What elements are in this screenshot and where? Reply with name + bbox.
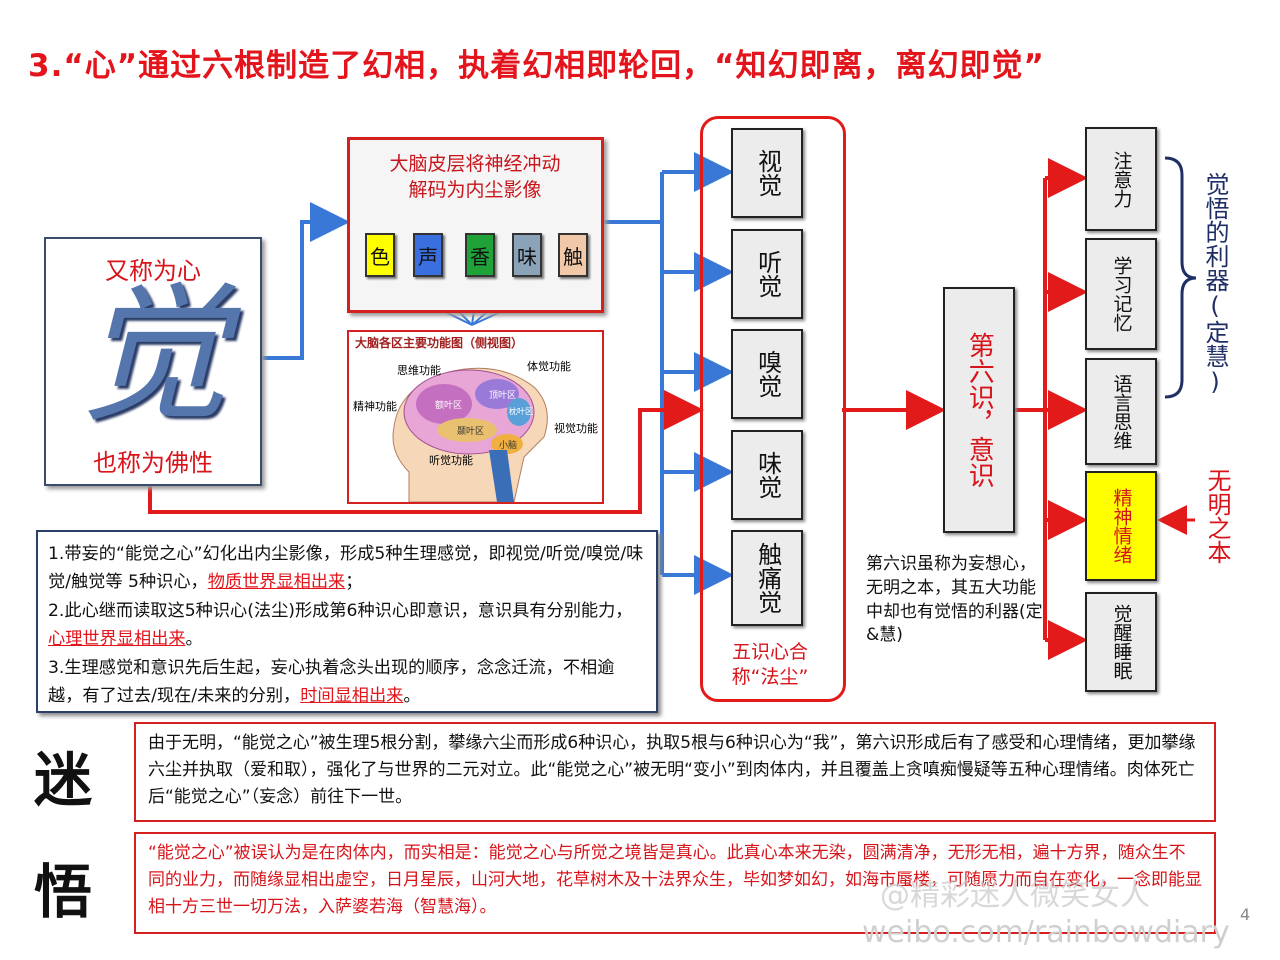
function-attention: 注意力 <box>1085 127 1157 231</box>
senses-caption: 五识心合 称“法尘” <box>712 640 828 689</box>
heart-box: 又称为心 觉 也称为佛性 <box>44 237 262 486</box>
note-3: 3.生理感觉和意识先后生起，妄心执着念头出现的顺序，念念迁流，不相逾越，有了过去… <box>48 657 615 706</box>
brain-illustration <box>392 367 548 502</box>
wu-char: 悟 <box>34 858 93 926</box>
sense-hearing: 听觉 <box>731 229 803 319</box>
senses-frame <box>700 116 846 702</box>
sense-touch: 触痛觉 <box>731 530 803 626</box>
brain-label-vision: 视觉功能 <box>554 422 598 435</box>
mi-char: 迷 <box>34 746 93 814</box>
brain-label-hearing: 听觉功能 <box>429 454 473 467</box>
note-2: 2.此心继而读取这5种识心(法尘)形成第6种识心即意识，意识具有分别能力，心理世… <box>48 600 633 650</box>
function-wakesleep: 觉醒睡眠 <box>1085 592 1157 692</box>
heart-top-label: 又称为心 <box>105 257 201 285</box>
brain-label-thinking: 思维功能 <box>397 364 441 377</box>
chip-sheng: 声 <box>413 233 443 277</box>
watermark: weibo.com/rainbowdiary <box>862 915 1230 950</box>
brain-diagram: 大脑各区主要功能图（侧视图） 思维功能 体觉功能 精神功能 视觉功能 听觉功能 … <box>347 330 604 504</box>
chip-chu: 触 <box>558 233 588 277</box>
function-emotion: 精神情绪 <box>1085 471 1157 581</box>
note-1: 1.带妄的“能觉之心”幻化出内尘影像，形成5种生理感觉，即视觉/听觉/嗅觉/味觉… <box>48 544 644 593</box>
heart-glyph: 觉 <box>77 269 228 443</box>
wuming-label: 无明之本 <box>1203 468 1231 564</box>
brain-label-spirit: 精神功能 <box>353 400 397 413</box>
function-memory: 学习记忆 <box>1085 238 1157 350</box>
page-title: 3.“心”通过六根制造了幻相，执着幻相即轮回，“知幻即离，离幻即觉” <box>28 48 1045 84</box>
brain-label-body: 体觉功能 <box>527 360 571 373</box>
explanation-notes: 1.带妄的“能觉之心”幻化出内尘影像，形成5种生理感觉，即视觉/听觉/嗅觉/味觉… <box>36 530 658 713</box>
cortex-title-line1: 大脑皮层将神经冲动 <box>389 153 561 175</box>
brain-label-parietal: 顶叶区 <box>489 391 517 401</box>
sense-taste: 味觉 <box>731 430 803 520</box>
wu-text-box: “能觉之心”被误认为是在肉体内，而实相是：能觉之心与所觉之境皆是真心。此真心本来… <box>134 832 1216 934</box>
brain-label-occipital: 枕叶区 <box>509 407 533 416</box>
sixth-consciousness-box: 第六识，意识 <box>943 287 1015 533</box>
brain-label-cerebellum: 小脑 <box>499 441 518 451</box>
cortex-title-line2: 解码为内尘影像 <box>408 178 542 201</box>
brain-label-frontal: 额叶区 <box>435 401 463 411</box>
brain-label-temporal: 颞叶区 <box>457 427 485 437</box>
heart-bottom-label: 也称为佛性 <box>93 449 213 477</box>
function-language: 语言思维 <box>1085 358 1157 465</box>
sixth-note: 第六识虽称为妄想心，无明之本，其五大功能中却也有觉悟的利器(定&慧) <box>866 554 1043 646</box>
cortex-title: 大脑皮层将神经冲动 解码为内尘影像 <box>360 152 590 203</box>
cortex-box <box>347 137 604 313</box>
sense-sight: 视觉 <box>731 128 803 218</box>
watermark-handle: @精彩迷人微笑女人 <box>880 878 1150 913</box>
brain-header: 大脑各区主要功能图（侧视图） <box>355 336 524 350</box>
sense-smell: 嗅觉 <box>731 329 803 419</box>
chip-se: 色 <box>365 233 395 277</box>
page-number: 4 <box>1240 905 1251 924</box>
chip-xiang: 香 <box>465 233 495 277</box>
mi-text-box: 由于无明，“能觉之心”被生理5根分割，攀缘六尘而形成6种识心，执取5根与6种识心… <box>134 722 1216 822</box>
brace-label: 觉悟的利器(定慧) <box>1201 172 1229 396</box>
chip-wei: 味 <box>512 233 542 277</box>
senses-caption-line1: 五识心合 <box>731 641 808 663</box>
senses-caption-line2: 称“法尘” <box>731 665 809 688</box>
